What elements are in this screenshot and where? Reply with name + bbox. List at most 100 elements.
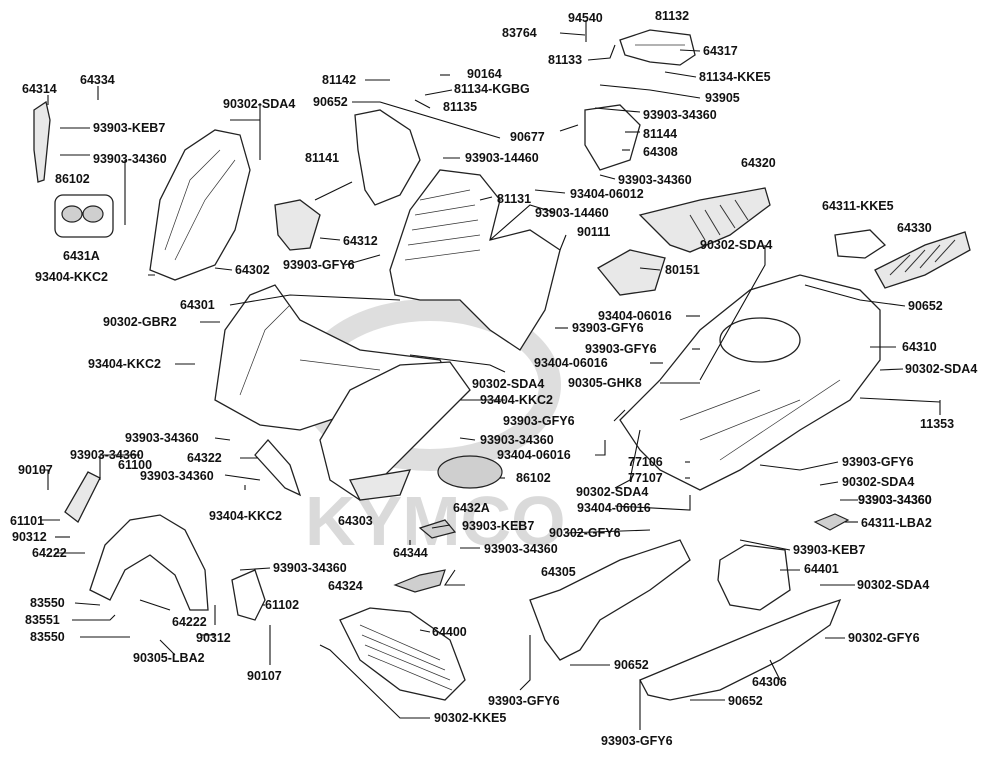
label: 90305-LBA2 xyxy=(133,651,205,665)
label: 90302-SDA4 xyxy=(905,362,977,376)
watermark-text: KYMCO xyxy=(305,482,566,560)
label: 93404-KKC2 xyxy=(480,393,553,407)
part-64303-front-cover xyxy=(319,361,471,501)
label: 64314 xyxy=(22,82,57,96)
part-labels: 83764 94540 81132 81133 64317 81134-KKE5… xyxy=(10,9,977,748)
part-64308-tray xyxy=(584,104,641,171)
part-86102-grill xyxy=(437,455,503,489)
label: 93404-KKC2 xyxy=(209,509,282,523)
label: 61102 xyxy=(265,598,299,612)
label: 90302-GBR2 xyxy=(103,315,177,329)
part-64311-KKE5 xyxy=(834,229,887,259)
part-64314-strip xyxy=(33,100,51,183)
label: 64222 xyxy=(172,615,207,629)
label: 90312 xyxy=(12,530,47,544)
label: 93404-KKC2 xyxy=(88,357,161,371)
part-64310-floor-body xyxy=(619,274,881,491)
label: 93903-GFY6 xyxy=(488,694,560,708)
label: 90652 xyxy=(908,299,943,313)
label: 93404-KKC2 xyxy=(35,270,108,284)
label: 93903-34360 xyxy=(125,431,199,445)
label: 86102 xyxy=(516,471,551,485)
leader-lines xyxy=(40,20,941,730)
part-64311-LBA2 xyxy=(813,513,850,531)
label: 64222 xyxy=(32,546,67,560)
part-64306-side-cover xyxy=(639,598,842,701)
label: 93903-34360 xyxy=(618,173,692,187)
label: 93903-KEB7 xyxy=(93,121,165,135)
part-64312-small xyxy=(274,199,321,251)
label: 93404-06016 xyxy=(534,356,608,370)
label: 90652 xyxy=(614,658,649,672)
label: 93903-KEB7 xyxy=(462,519,534,533)
part-64324-cover xyxy=(393,569,446,593)
part-81132-bracket xyxy=(619,29,696,66)
label: 90302-SDA4 xyxy=(857,578,929,592)
label: 93903-GFY6 xyxy=(283,258,355,272)
label: 93903-34360 xyxy=(858,493,932,507)
label: 93903-34360 xyxy=(480,433,554,447)
label: 81142 xyxy=(322,73,356,87)
label: 80151 xyxy=(665,263,700,277)
part-64400-lower-grille xyxy=(339,607,466,701)
label: 64310 xyxy=(902,340,937,354)
label: 61100 xyxy=(118,458,152,472)
label: 81134-KKE5 xyxy=(699,70,771,84)
label: 93903-34360 xyxy=(484,542,558,556)
label: 90312 xyxy=(196,631,231,645)
label: 6431A xyxy=(63,249,100,263)
label: 64303 xyxy=(338,514,373,528)
label: 90107 xyxy=(18,463,53,477)
part-64305-lower-cover xyxy=(529,539,691,661)
part-64302-side-panel xyxy=(149,129,251,281)
part-64401-cover xyxy=(717,544,791,611)
label: 93903-34360 xyxy=(273,561,347,575)
label: 93903-GFY6 xyxy=(842,455,914,469)
part-80151-cover xyxy=(597,249,666,296)
label: 81134-KGBG xyxy=(454,82,530,96)
label: 90652 xyxy=(313,95,348,109)
label: 93903-GFY6 xyxy=(585,342,657,356)
label: 90302-GFY6 xyxy=(549,526,621,540)
label: 64305 xyxy=(541,565,576,579)
label: 77106 xyxy=(628,455,663,469)
label: 90302-SDA4 xyxy=(842,475,914,489)
label: 83551 xyxy=(25,613,60,627)
label: 93903-KEB7 xyxy=(793,543,865,557)
label: 90164 xyxy=(467,67,502,81)
label: 81132 xyxy=(655,9,689,23)
part-81141-panel xyxy=(354,109,421,206)
label: 64401 xyxy=(804,562,839,576)
label: 64302 xyxy=(235,263,270,277)
label: 81144 xyxy=(643,127,677,141)
label: 93903-34360 xyxy=(858,493,932,507)
label: 90107 xyxy=(247,669,282,683)
label: 90302-GFY6 xyxy=(848,631,920,645)
label: 90305-GHK8 xyxy=(568,376,642,390)
label: 64311-LBA2 xyxy=(861,516,932,530)
label: 86102 xyxy=(55,172,90,186)
label: 90677 xyxy=(510,130,545,144)
label: 64301 xyxy=(180,298,215,312)
part-61101-bracket xyxy=(64,471,101,523)
label: 64320 xyxy=(741,156,776,170)
label: 93903-34360 xyxy=(643,108,717,122)
label: 93903-GFY6 xyxy=(601,734,673,748)
label: 64322 xyxy=(187,451,222,465)
label: 81133 xyxy=(548,53,582,67)
label: 6432A xyxy=(453,501,490,515)
part-61102-mudguard xyxy=(231,569,266,621)
label: 90302-SDA4 xyxy=(472,377,544,391)
label: 64330 xyxy=(897,221,932,235)
label: 90652 xyxy=(728,694,763,708)
label: 83550 xyxy=(30,630,65,644)
label: 90302-SDA4 xyxy=(700,238,772,252)
label: 93903-34360 xyxy=(140,469,214,483)
label: 90111 xyxy=(577,225,610,239)
label: 93903-14460 xyxy=(465,151,539,165)
label: 64334 xyxy=(80,73,115,87)
label: 90302-KKE5 xyxy=(434,711,506,725)
label: 61101 xyxy=(10,514,44,528)
label: 64311-KKE5 xyxy=(822,199,894,213)
